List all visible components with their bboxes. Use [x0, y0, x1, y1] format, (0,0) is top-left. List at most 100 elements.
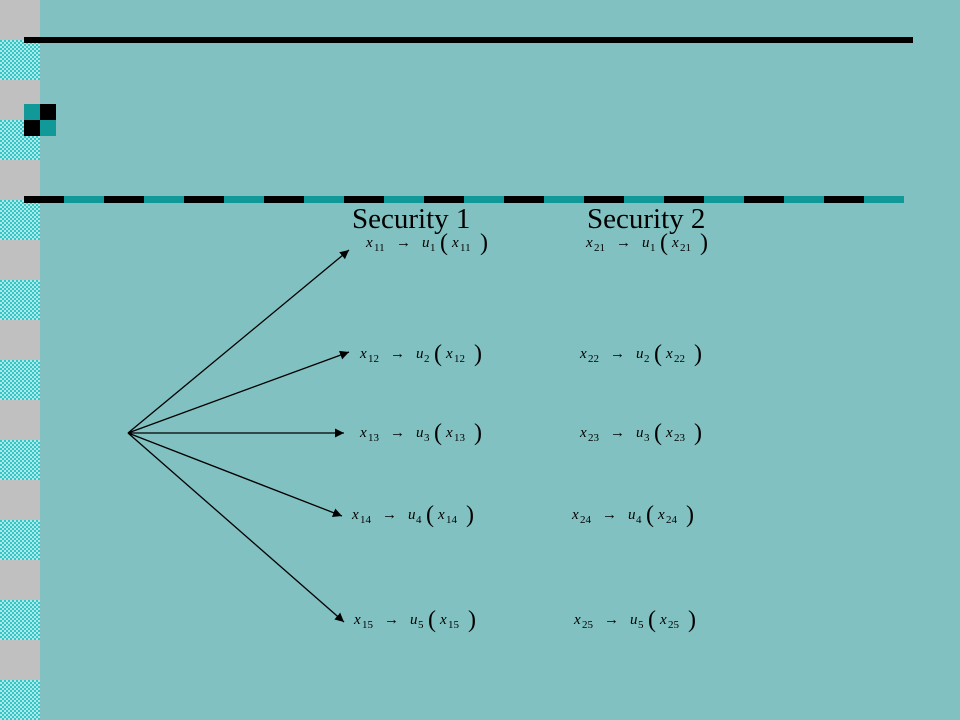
formula-security-1-state-4-arrow-icon: →: [382, 507, 397, 523]
formula-security-1-state-4-open-paren: (: [426, 502, 434, 528]
formula-security-2-state-1-close-paren: ): [700, 230, 708, 256]
formula-security-2-state-5-u-sub: 5: [638, 619, 644, 631]
formula-security-1-state-4-x-sub: 14: [360, 514, 372, 526]
formula-security-2-state-1-u: u: [642, 235, 650, 251]
formula-security-2-state-2-open-paren: (: [654, 341, 662, 367]
formula-security-2-state-1-arg-sub: 21: [680, 242, 691, 254]
formula-security-2-state-3-arrow-icon: →: [610, 425, 625, 441]
dashed-rule-segment: [384, 196, 424, 203]
formula-security-2-state-2-x-sub: 22: [588, 353, 599, 365]
formula-security-2-state-4-x: x: [571, 507, 579, 523]
stripe-dotted-block: [0, 40, 40, 80]
dashed-rule-segment: [824, 196, 864, 203]
formula-security-2-state-3-close-paren: ): [694, 420, 702, 446]
formula-security-2-state-3-u: u: [636, 425, 644, 441]
stripe-gray-block: [0, 320, 40, 360]
formula-security-1-state-3-close-paren: ): [474, 420, 482, 446]
formula-security-2-state-1-x: x: [585, 235, 593, 251]
dashed-rule-segment: [464, 196, 504, 203]
formula-security-2-state-1-u-sub: 1: [650, 242, 656, 254]
formula-security-1-state-2-x-sub: 12: [368, 353, 379, 365]
stripe-dotted-block: [0, 280, 40, 320]
checker-bullet-icon: [24, 104, 56, 136]
formula-security-2-state-4-u: u: [628, 507, 636, 523]
formula-security-1-state-2-u: u: [416, 346, 424, 362]
arrow-fan: [127, 249, 350, 623]
formula-security-2-state-4-arg-sub: 24: [666, 514, 678, 526]
dashed-rule-segment: [144, 196, 184, 203]
formula-security-2-state-5-arrow-icon: →: [604, 612, 619, 628]
formula-security-1-state-5-u-sub: 5: [418, 619, 424, 631]
formula-security-1-state-3-open-paren: (: [434, 420, 442, 446]
formula-security-2-state-1-x-sub: 21: [594, 242, 605, 254]
formula-security-2-state-4-open-paren: (: [646, 502, 654, 528]
formula-security-1-state-3-arg-sub: 13: [454, 432, 466, 444]
stripe-gray-block: [0, 480, 40, 520]
dashed-rule-segment: [344, 196, 384, 203]
formula-security-1-state-5-close-paren: ): [468, 607, 476, 633]
formula-security-2-state-3-arg-sub: 23: [674, 432, 686, 444]
dashed-rule-segment: [264, 196, 304, 203]
stripe-dotted-block: [0, 600, 40, 640]
formula-security-1-state-5-x: x: [353, 612, 361, 628]
dashed-rule-segment: [624, 196, 664, 203]
stripe-dotted-block: [0, 440, 40, 480]
formula-security-2-state-3-x: x: [579, 425, 587, 441]
dashed-rule-segment: [744, 196, 784, 203]
formula-security-2-state-4-u-sub: 4: [636, 514, 642, 526]
formula-security-1-state-5-open-paren: (: [428, 607, 436, 633]
formula-security-1-state-5-arg-x: x: [439, 612, 447, 628]
dashed-rule: [24, 196, 904, 203]
formula-security-1-state-2-arg-x: x: [445, 346, 453, 362]
dashed-rule-segment: [424, 196, 464, 203]
arrow-state-5: [127, 432, 345, 623]
formula-security-2-state-2-arg-x: x: [665, 346, 673, 362]
formula-security-2-state-2-u: u: [636, 346, 644, 362]
column-header-security-1: Security 1: [352, 203, 470, 235]
formula-security-1-state-2-arrow-icon: →: [390, 346, 405, 362]
formula-security-2-state-2-arg-sub: 22: [674, 353, 685, 365]
formula-security-2-state-2-u-sub: 2: [644, 353, 650, 365]
stripe-gray-block: [0, 640, 40, 680]
stripe-gray-block: [0, 560, 40, 600]
dashed-rule-segment: [784, 196, 824, 203]
formula-security-1-state-4-u-sub: 4: [416, 514, 422, 526]
formula-security-1-state-1-x-sub: 11: [374, 242, 385, 254]
formula-security-2-state-5-x-sub: 25: [582, 619, 594, 631]
formula-security-2-state-3-x-sub: 23: [588, 432, 600, 444]
dashed-rule-segment: [664, 196, 704, 203]
formula-security-2-state-5-x: x: [573, 612, 581, 628]
formula-security-1-state-3-arrow-icon: →: [390, 425, 405, 441]
dashed-rule-segment: [504, 196, 544, 203]
formula-security-2-state-1-arrow-icon: →: [616, 235, 631, 251]
formula-security-1-state-2-close-paren: ): [474, 341, 482, 367]
formula-security-2-state-4-x-sub: 24: [580, 514, 592, 526]
formula-security-1-state-2-open-paren: (: [434, 341, 442, 367]
formula-security-1-state-4-arg-sub: 14: [446, 514, 458, 526]
formula-security-1-state-1-arg-sub: 11: [460, 242, 471, 254]
formula-security-1-state-5-u: u: [410, 612, 418, 628]
dashed-rule-segment: [104, 196, 144, 203]
formula-security-2-state-5-arg-sub: 25: [668, 619, 680, 631]
formula-security-2-state-3-open-paren: (: [654, 420, 662, 446]
formula-security-2-state-4-arg-x: x: [657, 507, 665, 523]
arrow-state-1: [127, 249, 350, 434]
formula-security-1-state-3-u-sub: 3: [424, 432, 430, 444]
formula-security-1-state-1-open-paren: (: [440, 230, 448, 256]
stripe-gray-block: [0, 0, 40, 40]
stripe-gray-block: [0, 160, 40, 200]
dashed-rule-segment: [24, 196, 64, 203]
formula-security-1-state-4-u: u: [408, 507, 416, 523]
formula-security-1-state-5-arrow-icon: →: [384, 612, 399, 628]
formula-security-1-state-1-arg-x: x: [451, 235, 459, 251]
formula-security-2-state-4-close-paren: ): [686, 502, 694, 528]
arrow-state-2: [127, 350, 350, 434]
dashed-rule-segment: [184, 196, 224, 203]
dashed-rule-segment: [584, 196, 624, 203]
formula-security-2-state-5-open-paren: (: [648, 607, 656, 633]
formula-security-2-state-5-close-paren: ): [688, 607, 696, 633]
formula-security-2-state-2-close-paren: ): [694, 341, 702, 367]
stripe-dotted-block: [0, 360, 40, 400]
formula-security-1-state-4-close-paren: ): [466, 502, 474, 528]
